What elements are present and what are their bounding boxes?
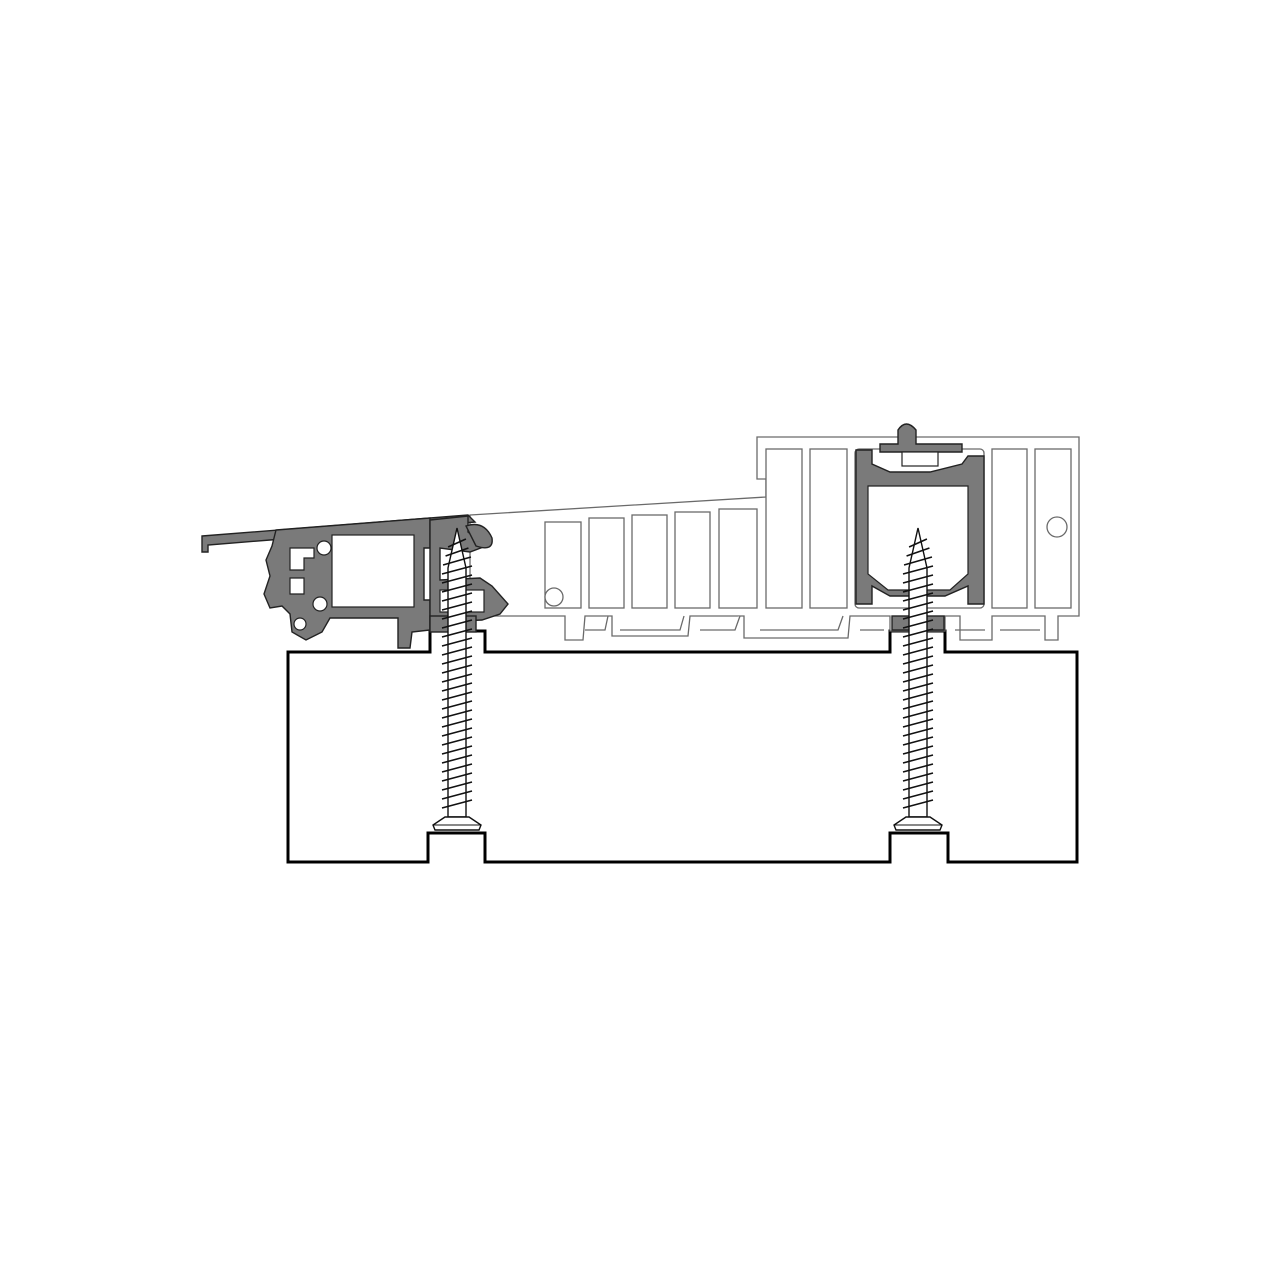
screw-icon — [893, 527, 943, 831]
screw-icon — [432, 527, 482, 831]
timber-sill — [286, 629, 1079, 864]
track-insert — [855, 423, 985, 605]
pvc-threshold-profile — [469, 436, 1080, 641]
